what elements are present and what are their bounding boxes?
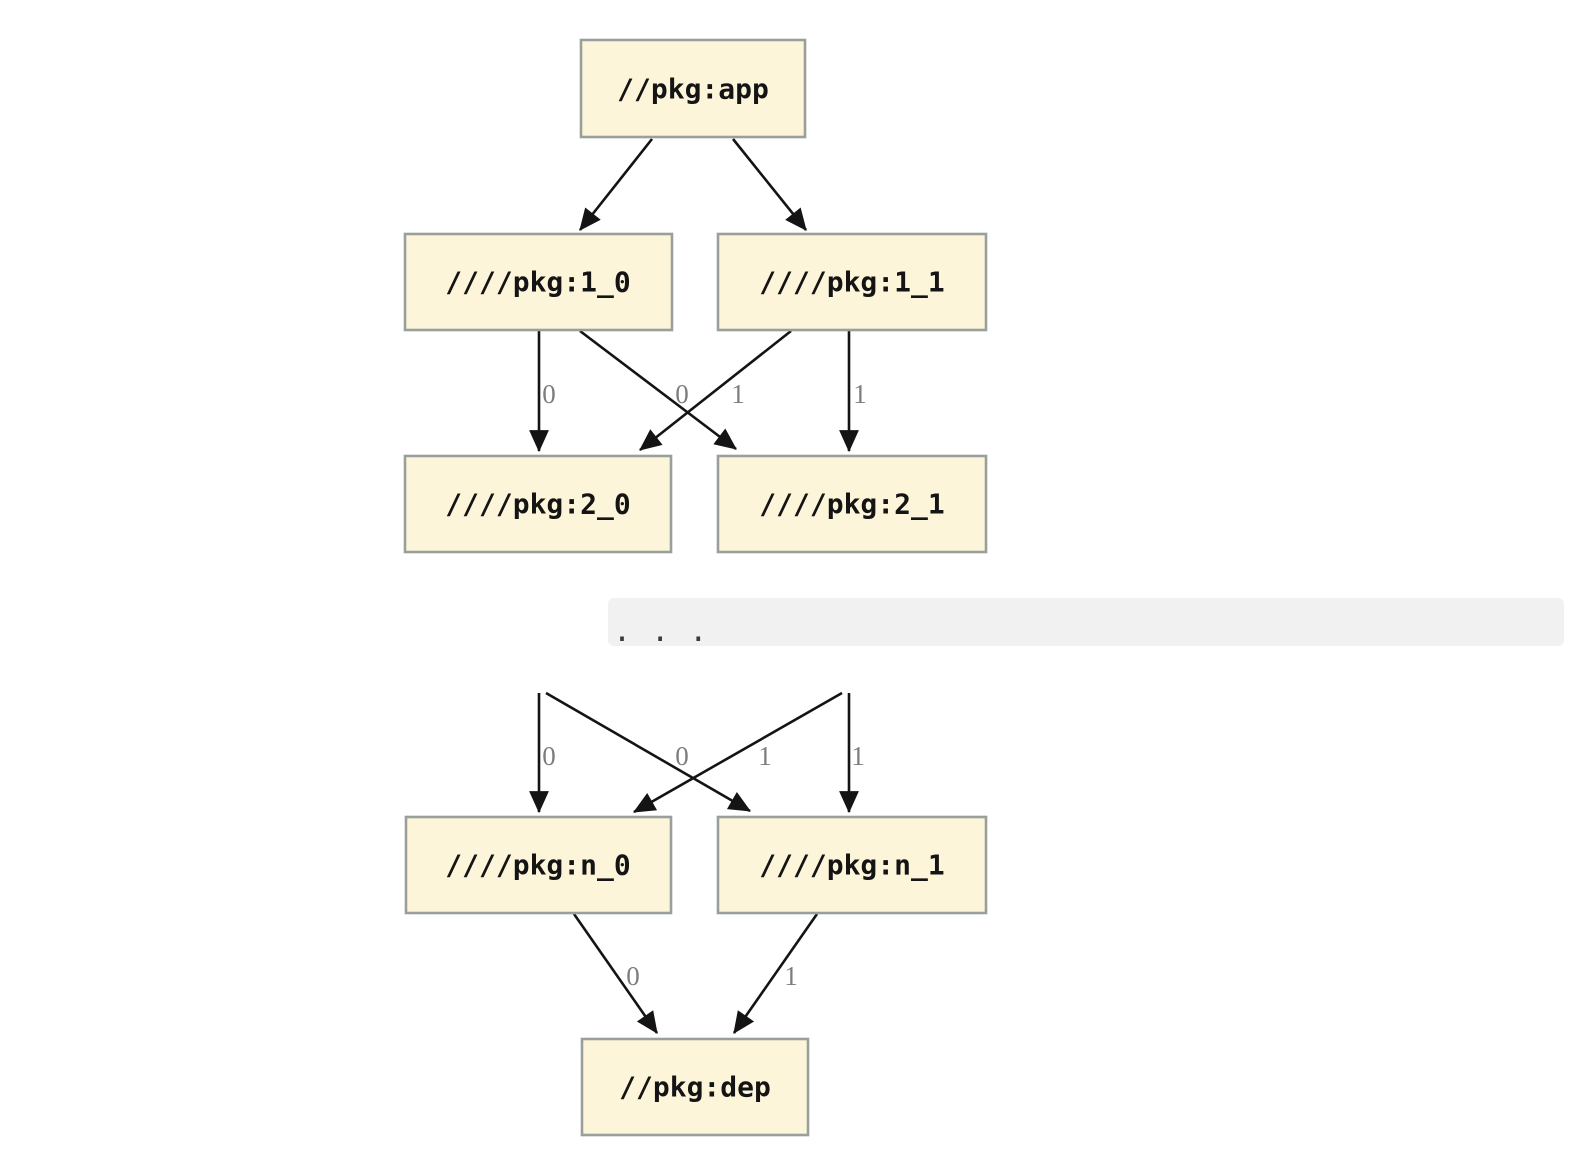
edge-label-hidden-to-n_1-vertical: 1 xyxy=(851,741,865,771)
edge-n_1-to-dep xyxy=(732,913,819,1034)
edge-label-hidden-to-n_1-cross: 1 xyxy=(758,741,772,771)
edge-label-n_1-to-dep: 1 xyxy=(784,961,798,991)
edge-1_1-to-2_0 xyxy=(639,329,792,452)
edge-label-1_1-to-2_0: 0 xyxy=(675,379,689,409)
node-pkg-n_1-box xyxy=(716,815,988,915)
edge-label-1_0-to-2_0: 0 xyxy=(542,379,556,409)
node-pkg-1_1-label: ////pkg:1_1 xyxy=(759,266,944,299)
node-pkg-1_0-box xyxy=(403,232,674,332)
edge-label-hidden-to-n_0-cross: 0 xyxy=(675,741,689,771)
node-app-label: //pkg:app xyxy=(617,73,769,106)
node-pkg-1_1: ////pkg:1_1 xyxy=(716,232,988,332)
edge-label-1_0-to-2_1: 1 xyxy=(731,379,745,409)
node-pkg-2_1: ////pkg:2_1 xyxy=(716,454,988,554)
node-dep-box xyxy=(580,1037,810,1137)
ellipsis-band: . . . xyxy=(608,598,1564,649)
node-pkg-2_1-label: ////pkg:2_1 xyxy=(759,488,944,521)
edge-label-n_0-to-dep: 0 xyxy=(626,961,640,991)
node-pkg-2_0: ////pkg:2_0 xyxy=(403,454,673,554)
node-app: //pkg:app xyxy=(579,38,807,139)
edge-n_0-to-dep xyxy=(572,913,659,1034)
node-pkg-n_0: ////pkg:n_0 xyxy=(404,815,673,915)
edge-1_0-to-2_1 xyxy=(579,329,737,451)
edge-label-hidden-to-n_0-vertical: 0 xyxy=(542,741,556,771)
node-pkg-n_0-label: ////pkg:n_0 xyxy=(445,849,630,882)
edge-hidden-to-n_0-cross xyxy=(633,691,843,814)
node-pkg-2_1-box xyxy=(716,454,988,554)
node-pkg-1_0-label: ////pkg:1_0 xyxy=(445,266,630,299)
edge-label-1_1-to-2_1: 1 xyxy=(853,379,867,409)
node-dep: //pkg:dep xyxy=(580,1037,810,1137)
ellipsis-band-box xyxy=(608,598,1564,646)
edge-app-to-1_1 xyxy=(731,138,808,231)
node-pkg-n_1-label: ////pkg:n_1 xyxy=(759,849,944,882)
ellipsis-text: . . . xyxy=(613,614,708,649)
node-pkg-n_1: ////pkg:n_1 xyxy=(716,815,988,915)
node-pkg-n_0-box xyxy=(404,815,673,915)
node-app-box xyxy=(579,38,807,139)
node-pkg-1_1-box xyxy=(716,232,988,332)
node-pkg-1_0: ////pkg:1_0 xyxy=(403,232,674,332)
node-pkg-2_0-label: ////pkg:2_0 xyxy=(445,488,630,521)
node-dep-label: //pkg:dep xyxy=(619,1071,771,1104)
edge-app-to-1_0 xyxy=(578,138,654,231)
edge-hidden-to-n_1-cross xyxy=(545,691,751,813)
node-pkg-2_0-box xyxy=(403,454,673,554)
